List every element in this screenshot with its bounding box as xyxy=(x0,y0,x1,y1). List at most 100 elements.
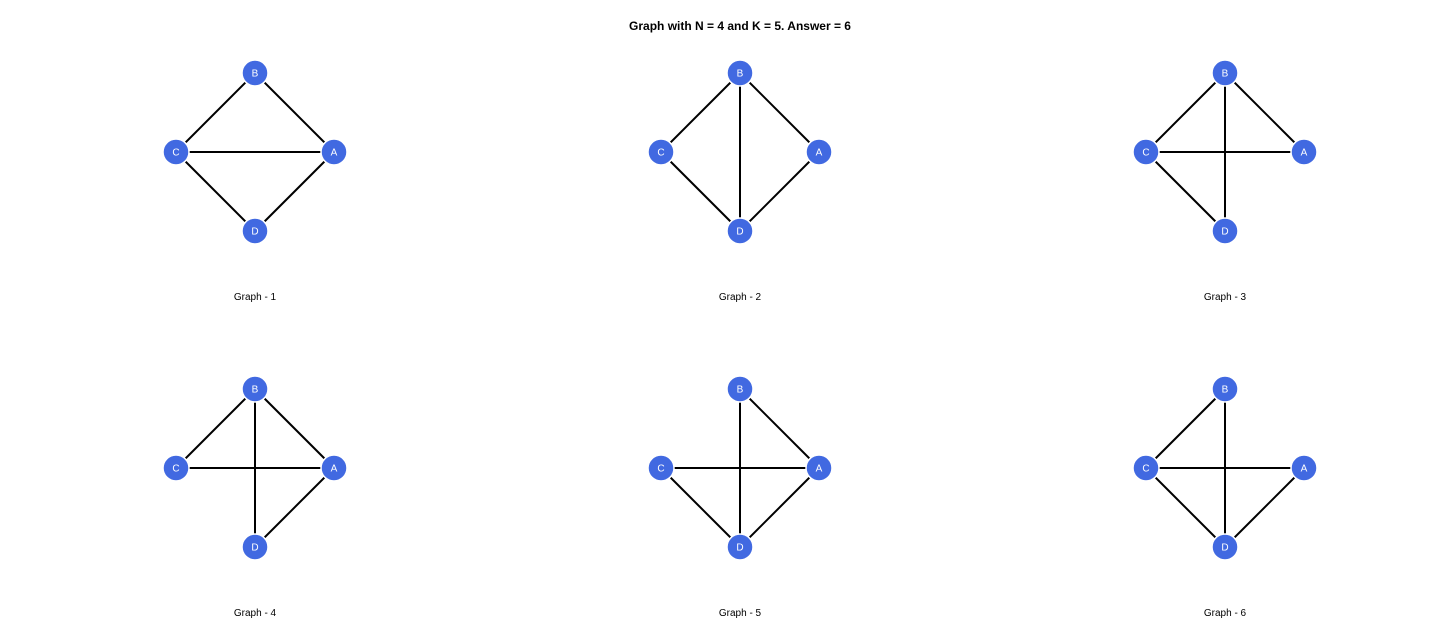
edge-C-D xyxy=(1145,467,1226,548)
node-A: A xyxy=(320,454,348,482)
graph-caption: Graph - 1 xyxy=(234,292,277,303)
edge-D-A xyxy=(254,151,335,232)
node-circle xyxy=(241,375,269,403)
edge-D-A xyxy=(739,151,820,232)
edge-C-D xyxy=(1145,151,1226,232)
edge-B-C xyxy=(175,72,256,153)
node-C: C xyxy=(647,138,675,166)
node-circle xyxy=(162,454,190,482)
node-circle xyxy=(647,138,675,166)
graph-caption: Graph - 6 xyxy=(1204,608,1247,619)
graph-caption: Graph - 3 xyxy=(1204,292,1247,303)
graph-caption: Graph - 2 xyxy=(719,292,762,303)
node-A: A xyxy=(320,138,348,166)
node-D: D xyxy=(726,217,754,245)
node-circle xyxy=(1290,138,1318,166)
graph-panel-1: A B C D Graph - 1 xyxy=(162,59,348,303)
node-C: C xyxy=(1132,138,1160,166)
node-B: B xyxy=(726,59,754,87)
edge-B-C xyxy=(1145,72,1226,153)
node-D: D xyxy=(1211,217,1239,245)
node-label: A xyxy=(816,148,823,159)
edge-B-A xyxy=(1224,72,1305,153)
edge-D-A xyxy=(739,467,820,548)
figure-title: Graph with N = 4 and K = 5. Answer = 6 xyxy=(629,19,851,33)
edge-C-D xyxy=(660,151,741,232)
node-label: A xyxy=(1301,148,1308,159)
node-label: D xyxy=(736,543,743,554)
node-circle xyxy=(1211,533,1239,561)
graph-panel-4: A B C D Graph - 4 xyxy=(162,375,348,619)
node-circle xyxy=(241,533,269,561)
graph-panel-3: A B C D Graph - 3 xyxy=(1132,59,1318,303)
node-circle xyxy=(647,454,675,482)
node-circle xyxy=(1211,59,1239,87)
node-A: A xyxy=(805,138,833,166)
node-A: A xyxy=(805,454,833,482)
graph-panel-2: A B C D Graph - 2 xyxy=(647,59,833,303)
node-circle xyxy=(1132,454,1160,482)
node-circle xyxy=(726,533,754,561)
node-label: A xyxy=(331,148,338,159)
node-D: D xyxy=(241,533,269,561)
node-circle xyxy=(1290,454,1318,482)
edge-B-C xyxy=(175,388,256,469)
node-label: B xyxy=(252,385,259,396)
node-label: B xyxy=(737,385,744,396)
edge-C-D xyxy=(175,151,256,232)
edge-D-A xyxy=(254,467,335,548)
node-circle xyxy=(1132,138,1160,166)
node-label: A xyxy=(816,464,823,475)
node-D: D xyxy=(726,533,754,561)
node-circle xyxy=(320,138,348,166)
node-B: B xyxy=(241,375,269,403)
node-circle xyxy=(805,138,833,166)
node-circle xyxy=(320,454,348,482)
graph-panel-5: A B C D Graph - 5 xyxy=(647,375,833,619)
node-C: C xyxy=(1132,454,1160,482)
node-label: D xyxy=(1221,227,1228,238)
node-label: D xyxy=(251,227,258,238)
node-circle xyxy=(1211,375,1239,403)
node-label: D xyxy=(251,543,258,554)
graph-panel-6: A B C D Graph - 6 xyxy=(1132,375,1318,619)
node-B: B xyxy=(1211,375,1239,403)
edge-B-A xyxy=(739,72,820,153)
node-B: B xyxy=(241,59,269,87)
node-label: C xyxy=(1142,464,1149,475)
node-D: D xyxy=(241,217,269,245)
edge-B-A xyxy=(254,72,335,153)
node-circle xyxy=(726,59,754,87)
node-C: C xyxy=(162,454,190,482)
node-label: B xyxy=(737,69,744,80)
node-label: B xyxy=(1222,385,1229,396)
edge-C-D xyxy=(660,467,741,548)
node-B: B xyxy=(726,375,754,403)
node-label: C xyxy=(172,464,179,475)
node-D: D xyxy=(1211,533,1239,561)
node-label: C xyxy=(657,148,664,159)
node-C: C xyxy=(647,454,675,482)
node-label: D xyxy=(736,227,743,238)
node-C: C xyxy=(162,138,190,166)
graph-caption: Graph - 5 xyxy=(719,608,762,619)
edge-B-C xyxy=(660,72,741,153)
node-circle xyxy=(805,454,833,482)
node-A: A xyxy=(1290,454,1318,482)
edge-B-A xyxy=(739,388,820,469)
node-label: C xyxy=(1142,148,1149,159)
node-circle xyxy=(726,217,754,245)
node-circle xyxy=(241,59,269,87)
node-label: A xyxy=(331,464,338,475)
node-circle xyxy=(1211,217,1239,245)
node-label: B xyxy=(1222,69,1229,80)
graph-caption: Graph - 4 xyxy=(234,608,277,619)
node-A: A xyxy=(1290,138,1318,166)
node-label: B xyxy=(252,69,259,80)
edge-B-A xyxy=(254,388,335,469)
node-circle xyxy=(162,138,190,166)
node-label: C xyxy=(172,148,179,159)
